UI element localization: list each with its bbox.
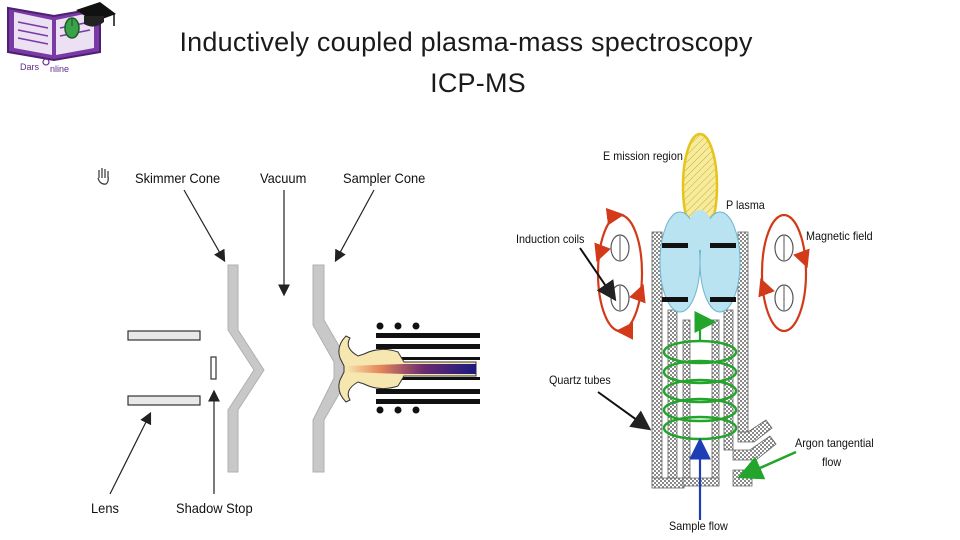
lens-plate-upper	[127, 330, 201, 341]
argon-flow-label-line1: Argon tangential	[795, 436, 874, 450]
logo-text-right: nline	[50, 64, 69, 74]
dars-online-logo: Dars nline	[2, 0, 120, 76]
plasma-label: P lasma	[726, 198, 765, 212]
quartz-tubes-label: Quartz tubes	[549, 373, 611, 387]
argon-flow-label-line2: flow	[822, 455, 842, 469]
vacuum-label: Vacuum	[260, 170, 307, 186]
sampler-cone-label: Sampler Cone	[343, 170, 426, 186]
torch-assembly	[338, 333, 480, 404]
shadow-stop-label: Shadow Stop	[176, 500, 253, 516]
icp-torch-diagram	[579, 132, 810, 520]
skimmer-cone	[227, 264, 265, 473]
logo-text-left: Dars	[20, 62, 40, 72]
sample-flow-label: Sample flow	[669, 519, 728, 533]
magnetic-field-label: Magnetic field	[806, 229, 873, 243]
skimmer-cone-label: Skimmer Cone	[135, 170, 221, 186]
rf-coil-dots	[376, 322, 420, 414]
induction-coils-label: Induction coils	[516, 232, 585, 246]
page-subtitle: ICP-MS	[430, 68, 526, 98]
sampler-cone	[312, 264, 347, 473]
lens-plate-lower	[127, 395, 201, 406]
book-graduation-cap-icon: Dars nline	[7, 2, 116, 74]
emission-region-label: E mission region	[603, 149, 683, 163]
shadow-stop	[210, 356, 217, 380]
page-title: Inductively coupled plasma-mass spectros…	[179, 27, 753, 57]
lens-label: Lens	[91, 500, 119, 516]
hand-pointer-icon	[97, 168, 109, 185]
